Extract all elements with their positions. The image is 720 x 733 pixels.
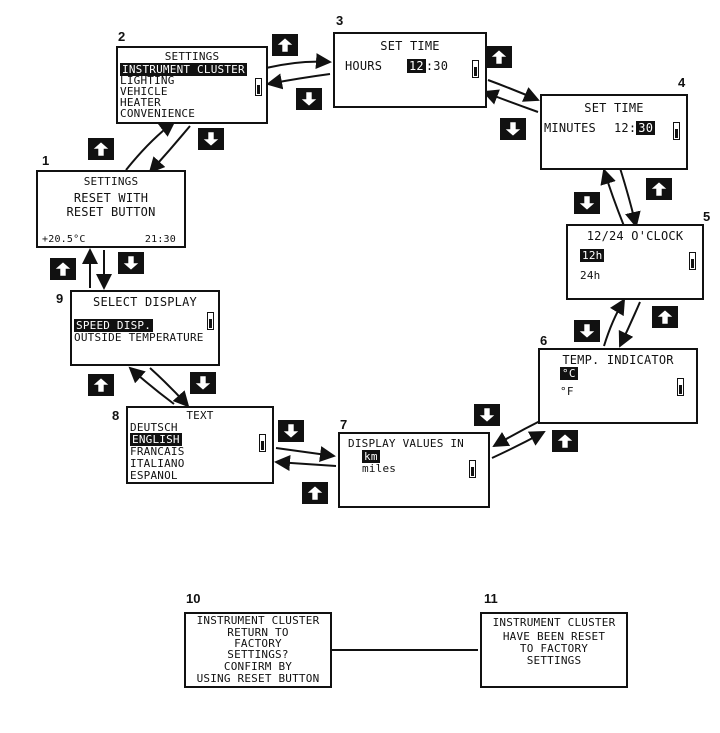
screen-2-settings-menu: SETTINGS INSTRUMENT CLUSTER LIGHTING VEH… <box>116 46 268 124</box>
screen-line: CONFIRM BY <box>223 660 293 673</box>
arrow-down-icon <box>574 192 600 214</box>
arrow-down-icon <box>296 88 322 110</box>
screen-line: INSTRUMENT CLUSTER <box>492 616 616 629</box>
menu-item-lighting: LIGHTING <box>120 74 175 87</box>
step-number-8: 8 <box>112 408 120 423</box>
arrow-up-icon <box>272 34 298 56</box>
scroll-indicator-icon <box>673 122 680 140</box>
arrow-up-icon <box>646 178 672 200</box>
screen-line: RETURN TO <box>227 626 289 639</box>
screen-title: 12/24 O'CLOCK <box>586 229 684 243</box>
time-value: 12:30 <box>614 121 656 135</box>
language-english: ENGLISH <box>130 433 182 446</box>
arrow-down-icon <box>474 404 500 426</box>
step-number-9: 9 <box>56 291 64 306</box>
screen-11-factory-reset-done: INSTRUMENT CLUSTER HAVE BEEN RESET TO FA… <box>480 612 628 688</box>
screen-line: RESET WITH <box>73 191 149 205</box>
step-number-4: 4 <box>678 75 686 90</box>
screen-line: USING RESET BUTTON <box>196 672 320 685</box>
clock-time: 21:30 <box>144 234 176 245</box>
arrow-down-icon <box>198 128 224 150</box>
screen-line: TO FACTORY <box>519 642 589 655</box>
arrow-up-icon <box>88 138 114 160</box>
screen-line: SETTINGS <box>526 654 582 667</box>
step-number-6: 6 <box>540 333 548 348</box>
step-number-5: 5 <box>703 209 711 224</box>
arrow-down-icon <box>190 372 216 394</box>
arrow-up-icon <box>486 46 512 68</box>
menu-item-heater: HEATER <box>120 96 161 109</box>
screen-title: SELECT DISPLAY <box>93 295 197 309</box>
field-label: MINUTES <box>544 121 596 135</box>
screen-4-set-time-minutes: SET TIME MINUTES 12:30 <box>540 94 688 170</box>
arrow-up-icon <box>552 430 578 452</box>
menu-item-vehicle: VEHICLE <box>120 85 168 98</box>
screen-8-language: TEXT DEUTSCH ENGLISH FRANCAIS ITALIANO E… <box>126 406 274 484</box>
option-24h: 24h <box>580 269 601 282</box>
step-number-2: 2 <box>118 29 126 44</box>
screen-title: TEMP. INDICATOR <box>562 353 674 367</box>
menu-item-convenience: CONVENIENCE <box>120 107 196 120</box>
option-km: km <box>362 450 380 463</box>
language-deutsch: DEUTSCH <box>130 421 178 434</box>
language-italiano: ITALIANO <box>130 457 185 470</box>
screen-3-set-time-hours: SET TIME HOURS 12:30 <box>333 32 487 108</box>
option-12h: 12h <box>580 249 605 262</box>
screen-line: SETTINGS? <box>227 648 289 661</box>
option-outside-temperature: OUTSIDE TEMPERATURE <box>74 331 204 344</box>
scroll-indicator-icon <box>255 78 262 96</box>
language-espanol: ESPANOL <box>130 469 178 482</box>
arrow-down-icon <box>574 320 600 342</box>
screen-title: TEXT <box>186 409 214 422</box>
screen-line: INSTRUMENT CLUSTER <box>196 614 320 627</box>
option-miles: miles <box>362 462 397 475</box>
screen-10-factory-reset-confirm: INSTRUMENT CLUSTER RETURN TO FACTORY SET… <box>184 612 332 688</box>
arrow-down-icon <box>278 420 304 442</box>
hours-value: 12 <box>407 59 426 73</box>
outside-temperature: +20.5°C <box>42 234 86 245</box>
scroll-indicator-icon <box>472 60 479 78</box>
scroll-indicator-icon <box>207 312 214 330</box>
time-value: 12:30 <box>407 59 449 73</box>
arrow-up-icon <box>88 374 114 396</box>
arrow-up-icon <box>652 306 678 328</box>
screen-line: FACTORY <box>234 637 282 650</box>
arrow-up-icon <box>50 258 76 280</box>
step-number-10: 10 <box>186 591 201 606</box>
step-number-3: 3 <box>336 13 344 28</box>
screen-1-settings-reset: SETTINGS RESET WITH RESET BUTTON +20.5°C… <box>36 170 186 248</box>
arrow-up-icon <box>302 482 328 504</box>
scroll-indicator-icon <box>689 252 696 270</box>
screen-9-select-display: SELECT DISPLAY SPEED DISP. OUTSIDE TEMPE… <box>70 290 220 366</box>
screen-5-clock-format: 12/24 O'CLOCK 12h 24h <box>566 224 704 300</box>
menu-item-instrument-cluster: INSTRUMENT CLUSTER <box>120 63 247 76</box>
arrow-down-icon <box>500 118 526 140</box>
option-speed-display: SPEED DISP. <box>74 319 154 332</box>
scroll-indicator-icon <box>469 460 476 478</box>
screen-7-display-units: DISPLAY VALUES IN km miles <box>338 432 490 508</box>
option-fahrenheit: °F <box>560 385 574 398</box>
field-label: HOURS <box>345 59 383 73</box>
arrow-down-icon <box>118 252 144 274</box>
screen-title: SET TIME <box>380 39 440 53</box>
screen-title: SETTINGS <box>164 50 220 63</box>
scroll-indicator-icon <box>259 434 266 452</box>
minutes-value: 30 <box>636 121 656 135</box>
screen-6-temp-indicator: TEMP. INDICATOR °C °F <box>538 348 698 424</box>
screen-title: SET TIME <box>584 101 644 115</box>
screen-title: DISPLAY VALUES IN <box>348 437 464 450</box>
screen-title: SETTINGS <box>83 175 139 188</box>
screen-line: RESET BUTTON <box>66 205 156 219</box>
step-number-11: 11 <box>484 591 498 606</box>
step-number-1: 1 <box>42 153 50 168</box>
hours-value: 12 <box>614 121 629 135</box>
scroll-indicator-icon <box>677 378 684 396</box>
option-celsius: °C <box>560 367 578 380</box>
screen-line: HAVE BEEN RESET <box>502 630 606 643</box>
language-francais: FRANCAIS <box>130 445 185 458</box>
minutes-value: 30 <box>433 59 449 73</box>
step-number-7: 7 <box>340 417 348 432</box>
